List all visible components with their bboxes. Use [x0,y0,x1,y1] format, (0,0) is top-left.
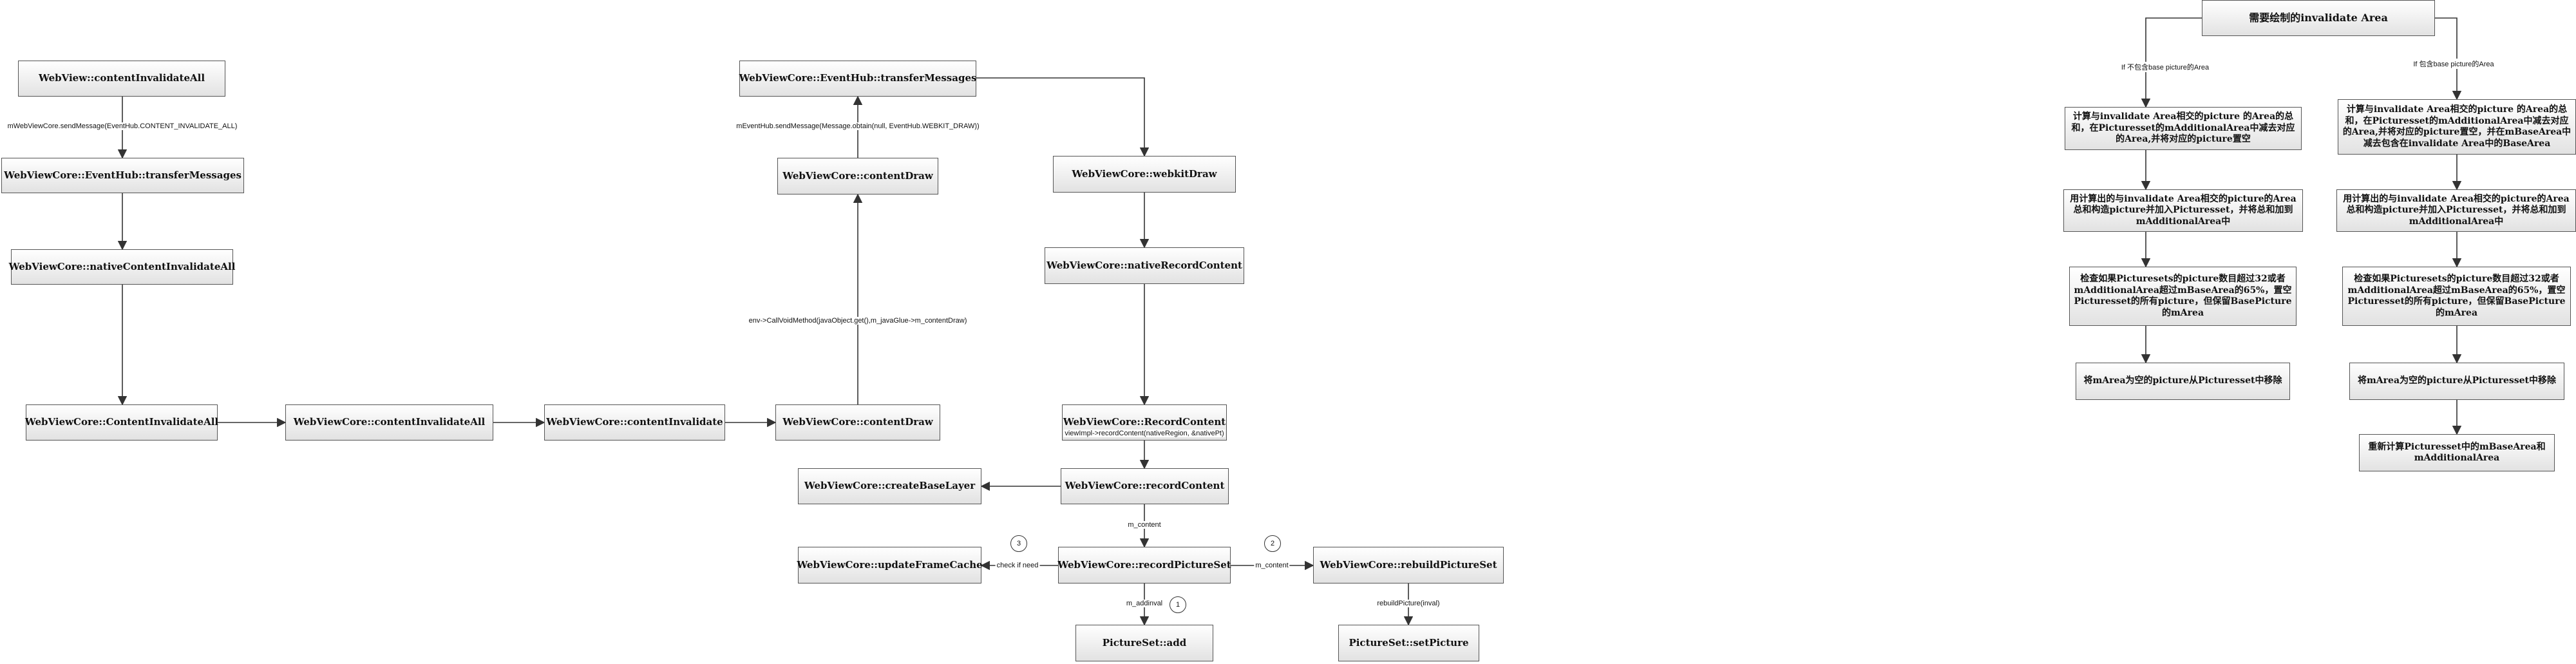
step-marker-2: 2 [1264,535,1281,552]
node-createBaseLayer: WebViewCore::createBaseLayer [798,468,981,504]
node-updateFrameCache: WebViewCore::updateFrameCache [797,547,983,583]
label-has-base-picture: If 包含base picture的Area [2412,59,2496,69]
label-send-invalidate-all: mWebViewCore.sendMessage(EventHub.CONTEN… [6,122,239,130]
label-rebuild-picture: rebuildPicture(inval) [1376,600,1441,607]
label-m-addinval: m_addinval [1124,600,1164,607]
label-m-content-right: m_content [1254,562,1290,569]
node-webview-content-invalidate-all: WebView::contentInvalidateAll [18,61,225,97]
label-send-webkit-draw: mEventHub.sendMessage(Message.obtain(nul… [735,122,981,130]
node-rebuildPictureSet: WebViewCore::rebuildPictureSet [1313,547,1504,583]
node-contentDraw-bottom: WebViewCore::contentDraw [775,404,940,441]
node-PictureSet-setPicture: PictureSet::setPicture [1338,625,1479,661]
node-ContentInvalidateAll: WebViewCore::ContentInvalidateAll [25,404,218,441]
node-left-build-picture: 用计算出的与invalidate Area相交的picture的Area总和构造… [2063,189,2303,232]
label-call-void-method: env->CallVoidMethod(javaObject.get(),m_j… [747,317,969,325]
node-left-check-limits: 检查如果Picturesets的picture数目超过32或者mAddition… [2069,267,2297,326]
node-contentDraw-mid: WebViewCore::contentDraw [777,158,938,194]
node-eventhub-transfer-messages-top: WebViewCore::EventHub::transferMessages [739,61,976,97]
node-PictureSet-add: PictureSet::add [1075,625,1213,661]
node-right-build-picture: 用计算出的与invalidate Area相交的picture的Area总和构造… [2336,189,2576,232]
label-check-if-need: check if need [995,562,1040,569]
node-right-recompute-areas: 重新计算Picturesset中的mBaseArea和mAdditionalAr… [2359,434,2555,471]
node-native-content-invalidate-all: WebViewCore::nativeContentInvalidateAll [9,249,235,285]
step-marker-1: 1 [1170,596,1186,613]
edge-transferMessages-to-webkitDraw [976,77,1150,157]
node-left-compute-intersection: 计算与invalidate Area相交的picture 的Area的总和，在P… [2065,107,2302,150]
node-webkitDraw: WebViewCore::webkitDraw [1053,156,1236,193]
node-contentInvalidate: WebViewCore::contentInvalidate [544,404,725,441]
node-nativeRecordContent: WebViewCore::nativeRecordContent [1045,247,1244,284]
node-right-check-limits: 检查如果Picturesets的picture数目超过32或者mAddition… [2342,267,2571,326]
node-contentInvalidateAll: WebViewCore::contentInvalidateAll [285,404,493,441]
node-eventhub-transfer-messages-left: WebViewCore::EventHub::transferMessages [1,158,244,193]
node-invalidate-area: 需要绘制的invalidate Area [2202,0,2435,36]
edge-invalidate-area-to-right-branch [2435,17,2462,100]
node-recordPictureSet: WebViewCore::recordPictureSet [1057,547,1231,583]
edge-invalidate-area-to-left-branch [2141,17,2202,108]
node-left-remove-empty: 将mArea为空的picture从Picturesset中移除 [2076,363,2290,400]
node-right-remove-empty: 将mArea为空的picture从Picturesset中移除 [2349,363,2564,400]
label-record-content: viewImpl->recordContent(nativeRegion, &n… [1063,430,1226,437]
node-recordContent: WebViewCore::recordContent [1061,468,1229,504]
step-marker-3: 3 [1010,535,1027,552]
label-m-content-down: m_content [1126,521,1162,529]
node-right-compute-intersection: 计算与invalidate Area相交的picture 的Area的总和，在P… [2338,99,2576,155]
label-no-base-picture: If 不包含base picture的Area [2119,62,2211,72]
